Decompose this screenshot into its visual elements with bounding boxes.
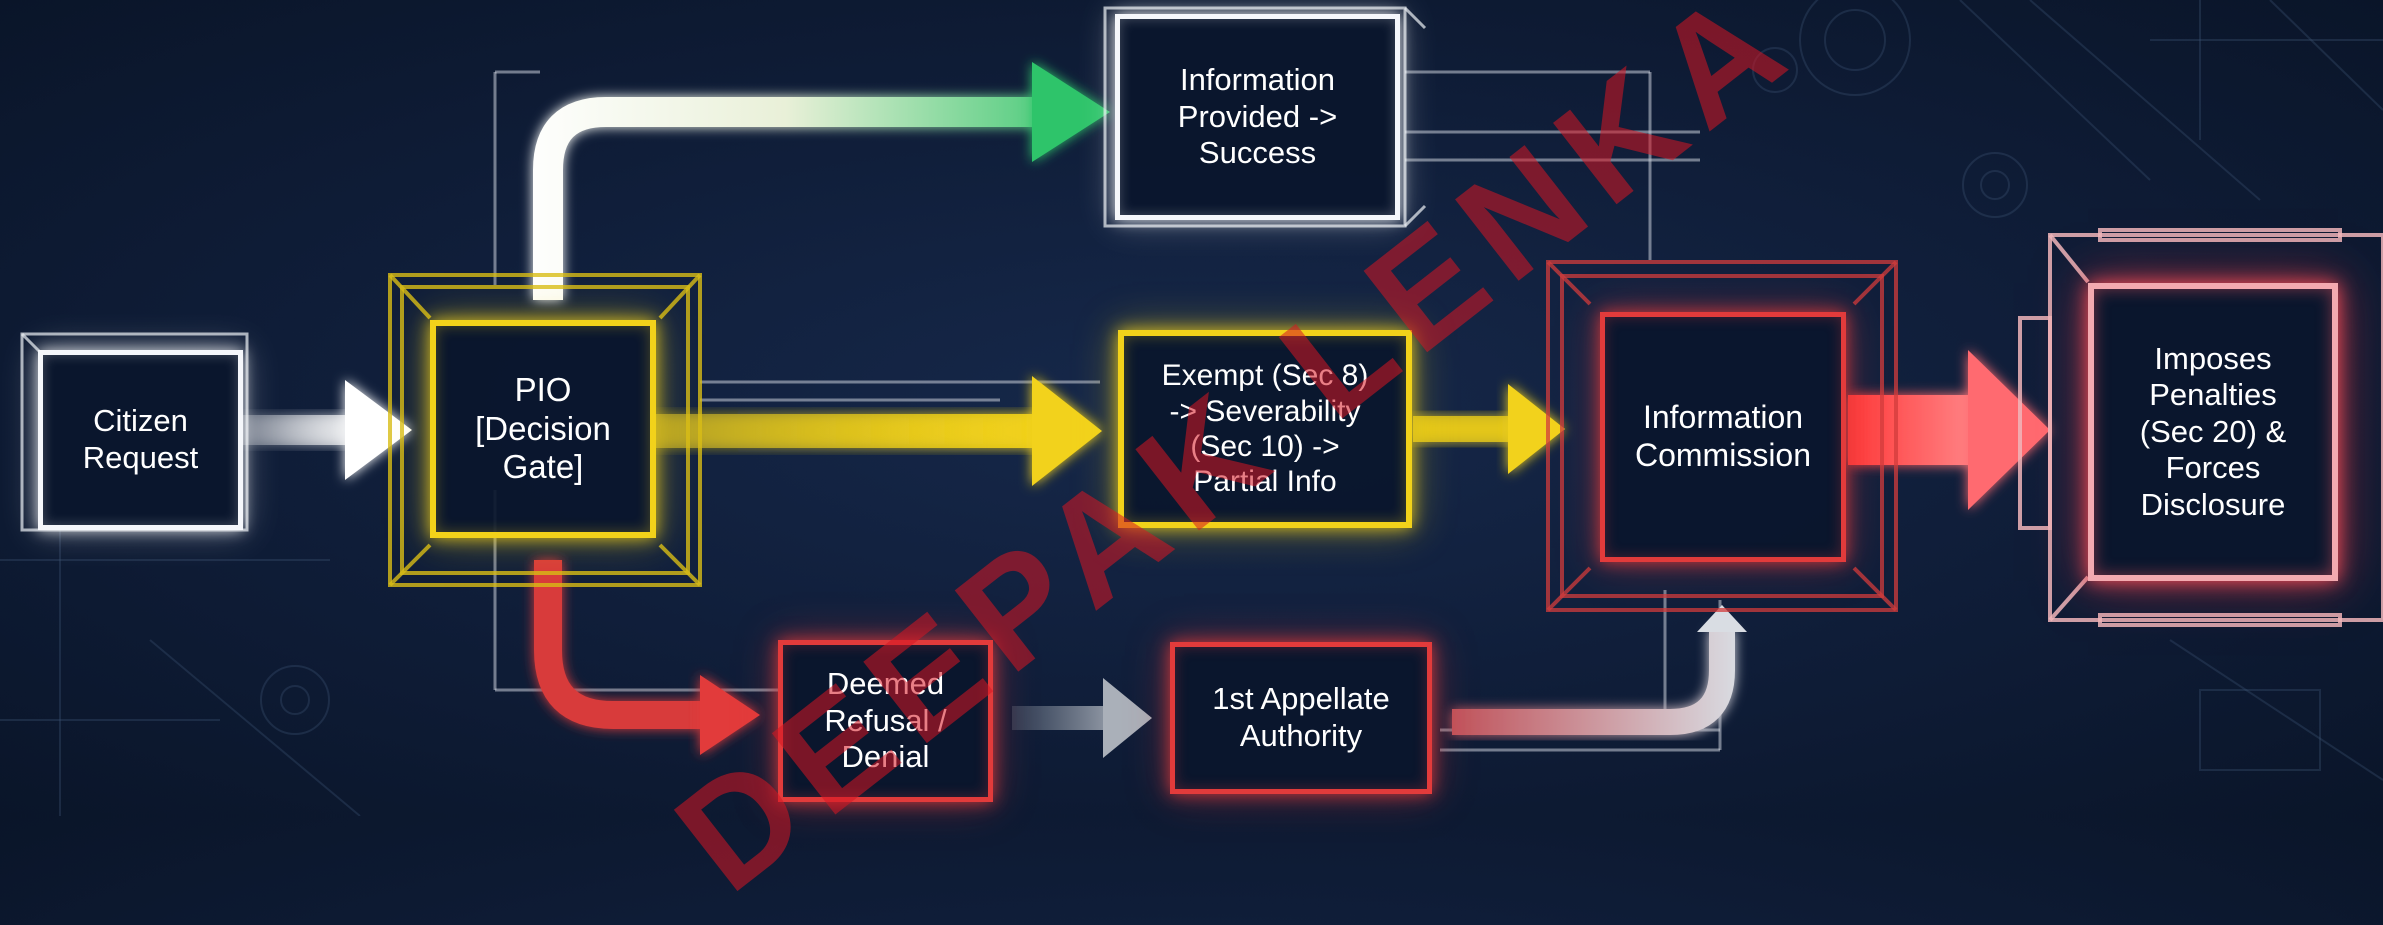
connector-citizen-to-pio [240, 380, 412, 480]
penalties-frame-decoration [2018, 228, 2383, 627]
penalties-line-5: Disclosure [2140, 486, 2286, 522]
arrowhead-green [1032, 62, 1110, 162]
gear-icon [1962, 152, 2028, 218]
node-citizen-request: Citizen Request [38, 350, 243, 530]
connector-deemed-refusal-to-appellate [1012, 678, 1152, 758]
node-exempt-severability: Exempt (Sec 8) -> Severability (Sec 10) … [1118, 330, 1412, 528]
node-imposes-penalties: Imposes Penalties (Sec 20) & Forces Disc… [2088, 283, 2338, 581]
penalties-line-4: Forces [2165, 450, 2261, 486]
arrowhead-yellow [1032, 376, 1102, 486]
flowchart-canvas [0, 0, 2383, 816]
connector-pio-to-exempt [655, 376, 1102, 486]
commission-line-1: Information [1642, 399, 1804, 436]
pio-line-2: [Decision [475, 409, 611, 447]
commission-line-2: Commission [1634, 437, 1812, 473]
info-provided-line-3: Success [1198, 135, 1317, 171]
info-provided-line-1: Information [1179, 62, 1336, 98]
connector-appellate-to-commission [1452, 605, 1747, 735]
penalties-line-2: Penalties [2149, 377, 2277, 413]
pio-frame-decoration [388, 273, 702, 587]
node-deemed-refusal: Deemed Refusal / Denial [778, 640, 993, 802]
deemed-line-2: Refusal / [824, 702, 947, 738]
blueprint-background [0, 0, 2383, 816]
arrowhead-yellow [1508, 384, 1565, 474]
node-pio-decision-gate: PIO [Decision Gate] [430, 320, 656, 538]
commission-frame-decoration [1546, 260, 1898, 612]
citizen-frame-decoration [20, 332, 249, 532]
info-provided-line-2: Provided -> [1177, 98, 1338, 134]
deemed-line-1: Deemed [826, 666, 945, 702]
node-information-provided: Information Provided -> Success [1115, 14, 1400, 220]
exempt-line-4: Partial Info [1193, 465, 1337, 499]
connector-commission-to-penalties [1848, 350, 2050, 510]
gear-icon [260, 665, 330, 735]
exempt-line-3: (Sec 10) -> [1190, 430, 1340, 463]
appellate-line-2: Authority [1239, 718, 1363, 753]
citizen-request-line-1: Citizen [93, 403, 188, 439]
arrowhead-red [700, 675, 760, 755]
arrowhead-white [1697, 605, 1747, 632]
pio-line-1: PIO [514, 370, 572, 408]
node-information-commission: Information Commission [1600, 312, 1846, 562]
appellate-line-1: 1st Appellate [1212, 681, 1390, 717]
penalties-line-3: (Sec 20) & [2139, 413, 2287, 449]
connector-pio-to-deemed-refusal [534, 560, 760, 755]
arrowhead-red [1968, 350, 2050, 510]
exempt-line-1: Exempt (Sec 8) [1161, 359, 1369, 393]
pio-line-3: Gate] [502, 448, 584, 486]
arrowhead-gray [1103, 678, 1152, 758]
connector-pio-to-information-provided [533, 62, 1110, 300]
gear-icon [1752, 47, 1798, 93]
citizen-request-line-2: Request [82, 440, 199, 475]
penalties-line-1: Imposes [2154, 340, 2272, 376]
deemed-line-3: Denial [841, 739, 930, 775]
arrowhead-white [345, 380, 412, 480]
info-provided-frame-decoration [1103, 6, 1427, 228]
exempt-line-2: -> Severability [1169, 394, 1361, 428]
connector-exempt-to-commission [1413, 384, 1565, 474]
gear-icon [1799, 0, 1911, 96]
node-first-appellate-authority: 1st Appellate Authority [1170, 642, 1432, 794]
